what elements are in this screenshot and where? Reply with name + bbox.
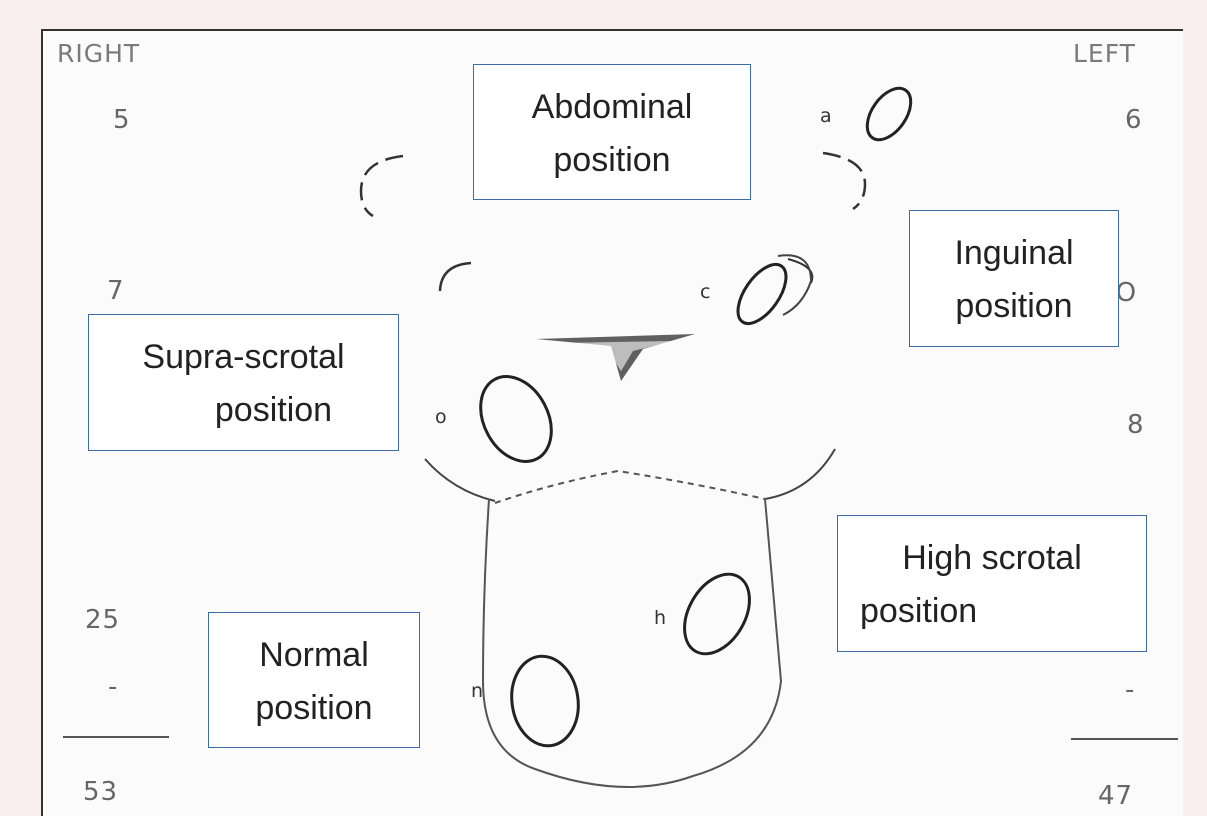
- suprascrotal-testis: [467, 364, 566, 474]
- inguinal-testis: [729, 256, 796, 331]
- left-abdominal-ring: [823, 153, 865, 209]
- right-inguinal-arc: [440, 263, 471, 291]
- left-abdominal-count: 6: [1125, 107, 1143, 133]
- pubic-triangle: [536, 334, 695, 381]
- right-abdominal-count: 5: [113, 107, 131, 133]
- scrotal-boundary: [495, 471, 765, 503]
- callout-line2: position: [838, 585, 1146, 638]
- left-torso-curve: [765, 449, 835, 499]
- inguinal-outline: [778, 255, 811, 315]
- abdominal-position-callout: Abdominal position: [473, 64, 751, 200]
- left-dash: -: [1125, 677, 1135, 703]
- callout-line1: High scrotal: [838, 532, 1146, 585]
- abdominal-testis: [858, 80, 919, 147]
- callout-line1: Normal: [209, 629, 419, 682]
- callout-line2: position: [910, 280, 1118, 333]
- right-highscrotal-count: 25: [85, 607, 120, 633]
- left-side-label: LEFT: [1073, 41, 1136, 66]
- diagram-figure: RIGHT LEFT 5 7 I 6 25 - 53 6 IO 8 23 - 4…: [41, 29, 1183, 816]
- callout-line2: position: [474, 134, 750, 187]
- right-torso-curve: [425, 459, 495, 501]
- right-total-count: 53: [83, 779, 118, 805]
- right-side-label: RIGHT: [57, 41, 140, 66]
- right-inguinal-count: 7: [107, 278, 125, 304]
- callout-line2: position: [209, 682, 419, 735]
- inguinal-position-callout: Inguinal position: [909, 210, 1119, 347]
- left-inguinal-arc: [788, 259, 812, 283]
- right-abdominal-ring: [361, 156, 403, 216]
- abdominal-testis-letter: a: [820, 107, 832, 126]
- supra-scrotal-position-callout: Supra-scrotal position: [88, 314, 399, 451]
- high-scrotal-testis: [671, 563, 762, 665]
- right-dash: -: [108, 674, 118, 700]
- inguinal-testis-letter: c: [700, 283, 710, 302]
- normal-testis: [506, 652, 584, 750]
- normal-testis-letter: n: [471, 682, 483, 701]
- left-total-count: 47: [1098, 783, 1133, 809]
- high-scrotal-position-callout: High scrotal position: [837, 515, 1147, 652]
- high-scrotal-testis-letter: h: [654, 609, 666, 628]
- callout-line1: Supra-scrotal: [89, 331, 398, 384]
- callout-line1: Abdominal: [474, 81, 750, 134]
- scrotum-outline: [483, 499, 781, 787]
- callout-line1: Inguinal: [910, 227, 1118, 280]
- left-suprascrotal-count: 8: [1127, 412, 1145, 438]
- callout-line2: position: [89, 384, 398, 437]
- normal-position-callout: Normal position: [208, 612, 420, 748]
- suprascrotal-testis-letter: o: [435, 408, 447, 427]
